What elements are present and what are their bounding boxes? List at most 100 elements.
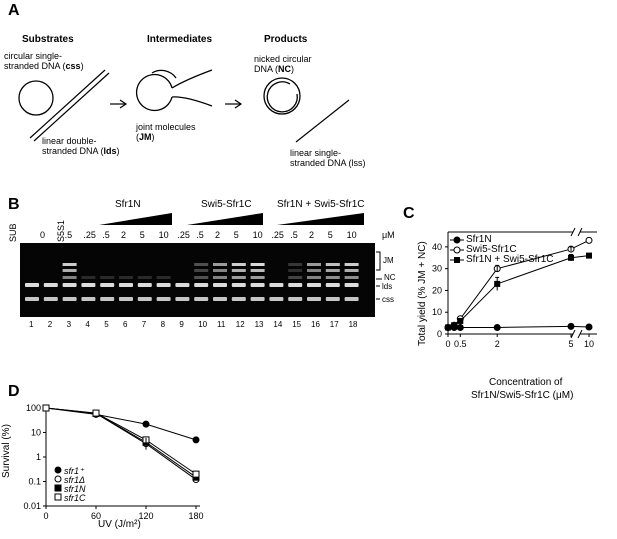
chart-c-xtick-label: 5: [568, 339, 573, 349]
concentration-label: 10: [158, 230, 169, 240]
lane-number: 9: [179, 320, 184, 329]
jm-label: joint molecules (JM): [136, 122, 196, 142]
band-nc: [62, 276, 77, 279]
concentration-unit: μM: [382, 230, 395, 240]
band-nc: [307, 276, 321, 279]
chart-c-point: [585, 323, 593, 331]
band-jm: [250, 263, 265, 266]
chart-d-xtick-label: 180: [188, 511, 203, 521]
band-jm: [307, 269, 321, 272]
lss-strand: [295, 99, 350, 143]
concentration-label: .5: [196, 230, 204, 240]
band-css: [213, 297, 227, 301]
lds-strand-2: [33, 72, 110, 142]
substrates-header: Substrates: [22, 34, 74, 45]
axis-break-icon: [577, 227, 583, 237]
band-css: [250, 297, 265, 301]
concentration-label: 10: [252, 230, 263, 240]
chart-c-ytick-label: 10: [432, 307, 442, 317]
band-css: [307, 297, 321, 301]
concentration-label: .25: [177, 230, 190, 240]
band-jm: [194, 269, 209, 272]
lane-number: 15: [292, 320, 302, 329]
chart-c-xtick-label: 0.5: [454, 339, 467, 349]
chart-d-legend-marker: [54, 475, 62, 483]
band-lds: [175, 283, 190, 287]
band-css: [25, 297, 39, 301]
lane-number: 4: [85, 320, 90, 329]
band-css: [325, 297, 340, 301]
band-css: [344, 297, 359, 301]
band-label-nc: NC: [384, 273, 396, 282]
band-nc: [288, 276, 303, 279]
chart-c-legend-marker: [453, 236, 461, 244]
band-lds: [288, 283, 303, 287]
band-lds: [25, 283, 39, 287]
band-css: [100, 297, 115, 301]
chart-c-point: [457, 317, 464, 324]
band-nc: [137, 276, 152, 279]
chart-d-ylabel: Survival (%): [1, 424, 12, 478]
band-jm: [325, 269, 340, 272]
chart-c-xlabel-2: Sfr1N/Swi5-Sfr1C (μM): [471, 390, 574, 401]
chart-c-point: [456, 323, 464, 331]
chart-d-legend-1: sfr1⁺: [64, 466, 84, 476]
chart-d-legend-3: sfr1N: [64, 484, 86, 494]
concentration-label: .25: [271, 230, 284, 240]
css-label: circular single- stranded DNA (css): [4, 51, 84, 71]
concentration-label: 10: [346, 230, 357, 240]
band-css: [119, 297, 133, 301]
chart-c-point: [585, 236, 593, 244]
group-label-swi5-sfr1c: Swi5-Sfr1C: [201, 199, 252, 210]
lane-label-zero: 0: [40, 230, 46, 240]
lane-number: 6: [123, 320, 128, 329]
band-lds: [250, 283, 265, 287]
chart-c-point: [586, 252, 592, 259]
band-lds: [156, 283, 171, 287]
lane-number: 16: [311, 320, 320, 329]
jm-circle: [135, 73, 173, 112]
chart-d-legend-4: sfr1C: [64, 493, 86, 503]
band-jm: [62, 263, 77, 266]
band-nc: [250, 276, 265, 279]
chart-d-point: [192, 436, 200, 444]
band-label-css: css: [382, 295, 394, 304]
lds-label: linear double- stranded DNA (lds): [42, 136, 120, 156]
concentration-wedges: [99, 213, 364, 225]
nc-circle-inner: [266, 81, 298, 113]
lane-number: 11: [217, 320, 226, 329]
chart-d-ytick-label: 10: [31, 428, 41, 438]
chart-d-ytick-label: 0.01: [23, 501, 41, 511]
chart-d-ytick-label: 0.1: [28, 477, 41, 487]
arrow-2-head-icon: [234, 99, 243, 109]
arrow-1-head-icon: [119, 99, 128, 109]
concentration-label: 2: [215, 230, 221, 240]
band-jm: [250, 269, 265, 272]
lane-number: 12: [235, 320, 245, 329]
band-nc: [119, 276, 133, 279]
chart-d-xtick-label: 60: [91, 511, 101, 521]
chart-c-ytick-label: 20: [432, 285, 442, 295]
chart-c-point: [493, 323, 501, 331]
band-jm: [325, 263, 340, 266]
band-nc: [344, 276, 359, 279]
band-nc: [231, 276, 246, 279]
band-lds: [100, 283, 115, 287]
band-lds: [43, 283, 58, 287]
nc-circle-outer: [263, 77, 301, 115]
chart-c-xtick-label: 0: [445, 339, 450, 349]
band-jm: [213, 269, 227, 272]
chart-d-ytick-label: 100: [26, 403, 41, 413]
axis-break-icon: [570, 227, 576, 237]
jm-arc: [151, 69, 177, 79]
concentration-label: 5: [233, 230, 239, 240]
chart-c-point: [445, 324, 451, 331]
chart-c-xtick-label: 2: [495, 339, 500, 349]
chart-d-xtick-label: 0: [43, 511, 48, 521]
intermediates-header: Intermediates: [147, 34, 213, 45]
band-jm: [231, 269, 246, 272]
concentration-label: .5: [290, 230, 298, 240]
band-jm: [288, 263, 303, 266]
panel-d-letter: D: [8, 383, 20, 400]
wedge-combined: [277, 213, 364, 225]
